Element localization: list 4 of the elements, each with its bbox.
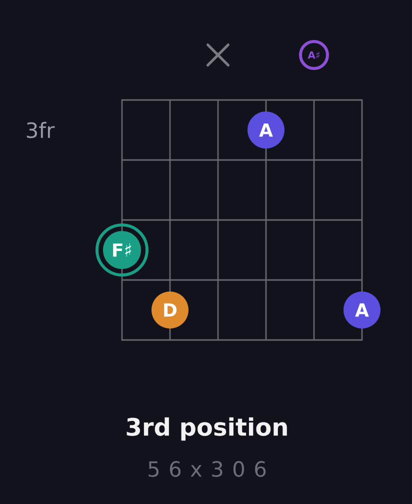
title: 3rd position <box>126 417 287 441</box>
fret-number: 3fr <box>26 122 55 138</box>
fingering-text: 5 6 x 3 0 6 <box>148 461 266 477</box>
mute-cross <box>206 44 230 66</box>
